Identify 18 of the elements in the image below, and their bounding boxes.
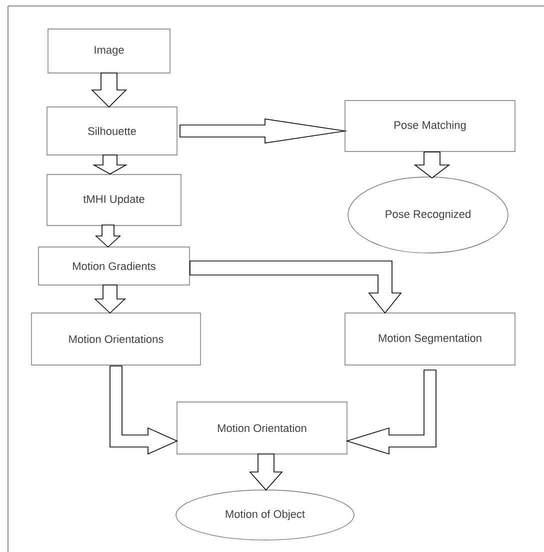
- process-box: Motion Orientations: [31, 312, 201, 366]
- block-arrow: [346, 370, 436, 455]
- process-box: Motion Gradients: [38, 246, 190, 286]
- process-box: Pose Matching: [344, 100, 516, 152]
- process-box: Motion Orientation: [176, 402, 348, 454]
- process-box: Motion Segmentation: [344, 312, 516, 366]
- process-box: Silhouette: [46, 106, 178, 156]
- block-arrow: [94, 224, 122, 248]
- process-box: tMHI Update: [46, 174, 182, 226]
- block-arrow: [249, 454, 283, 491]
- block-arrow: [110, 366, 178, 455]
- process-box: Image: [48, 28, 170, 74]
- block-arrow: [94, 284, 126, 314]
- block-arrow: [414, 152, 450, 178]
- block-arrow: [92, 154, 128, 174]
- block-arrow: [91, 72, 127, 108]
- block-arrow: [190, 260, 402, 314]
- block-arrow: [180, 118, 348, 144]
